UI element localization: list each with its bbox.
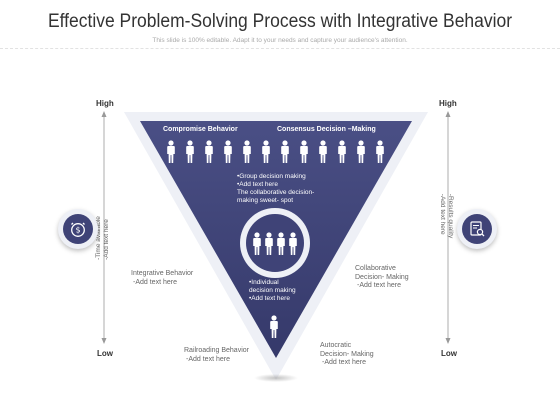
left-icon-badge: $ bbox=[58, 209, 98, 249]
right-axis-high: High bbox=[439, 99, 457, 108]
left-axis-arrow bbox=[101, 111, 107, 344]
divider bbox=[0, 48, 560, 49]
collaborative-decision-label: Collaborative Decision- Making -Add text… bbox=[355, 265, 409, 289]
right-axis-arrow bbox=[445, 111, 451, 344]
compromise-behavior-label: Compromise Behavior bbox=[163, 126, 238, 133]
integrative-behavior-label: Integrative Behavior -Add text here bbox=[131, 270, 194, 286]
left-axis-low: Low bbox=[97, 349, 113, 358]
railroading-behavior-label: Railroading Behavior -Add text here bbox=[184, 347, 249, 363]
right-axis-text: -Results quality -Add text here bbox=[439, 193, 454, 239]
team-circle bbox=[240, 208, 310, 278]
svg-text:$: $ bbox=[75, 226, 80, 235]
consensus-decision-label: Consensus Decision –Making bbox=[277, 126, 376, 133]
individual-decision-text: •Individual decision making •Add text he… bbox=[249, 279, 296, 302]
page-title: Effective Problem-Solving Process with I… bbox=[47, 11, 513, 32]
page-subtitle: This slide is 100% editable. Adapt it to… bbox=[152, 37, 408, 44]
right-axis-low: Low bbox=[441, 349, 457, 358]
clock-dollar-icon: $ bbox=[71, 222, 85, 237]
triangle-shadow bbox=[254, 374, 298, 382]
left-axis-high: High bbox=[96, 99, 114, 108]
autocratic-decision-label: Autocratic Decision- Making -Add text he… bbox=[320, 342, 374, 366]
document-search-icon bbox=[470, 221, 485, 237]
group-decision-text: •Group decision making •Add text here Th… bbox=[237, 173, 315, 204]
right-icon-badge bbox=[457, 209, 497, 249]
left-axis-text: -Time available -Add text here bbox=[95, 216, 110, 260]
